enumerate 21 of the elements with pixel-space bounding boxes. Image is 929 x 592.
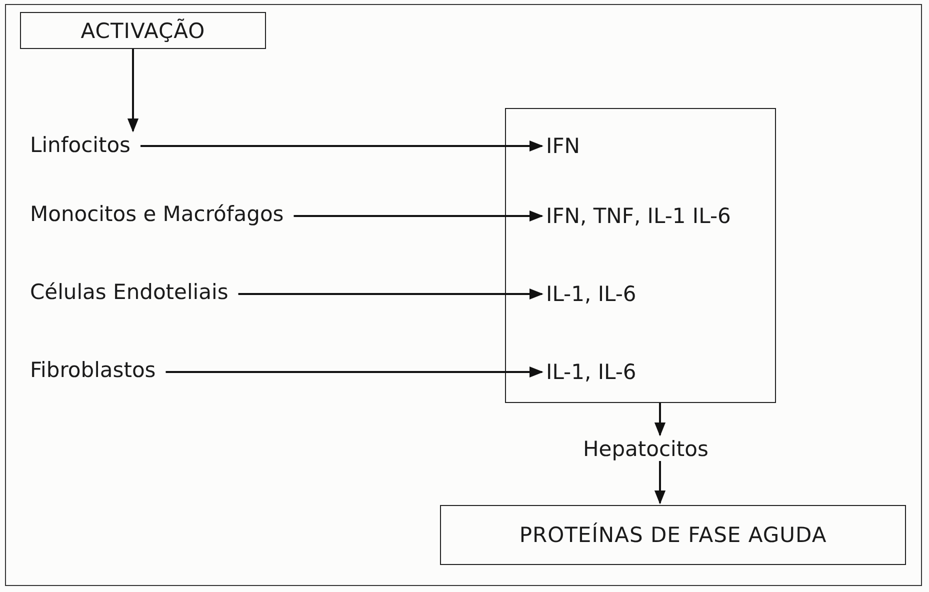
arrow	[140, 140, 544, 152]
node-label: Células Endoteliais	[30, 280, 228, 304]
node-label: Fibroblastos	[30, 358, 156, 382]
node-label: Hepatocitos	[583, 437, 708, 461]
node-label: IFN, TNF, IL-1 IL-6	[546, 204, 731, 228]
arrow	[654, 403, 666, 436]
node-label: Linfocitos	[30, 133, 130, 157]
arrow	[294, 210, 544, 222]
box-label: PROTEÍNAS DE FASE AGUDA	[519, 523, 827, 547]
process-box	[440, 505, 906, 565]
node-label: IFN	[546, 134, 580, 158]
arrow	[166, 366, 544, 378]
arrow	[654, 461, 666, 504]
node-label: Monocitos e Macrófagos	[30, 202, 284, 226]
node-label: IL-1, IL-6	[546, 360, 636, 384]
box-label: ACTIVAÇÃO	[80, 18, 206, 42]
group-box	[505, 108, 776, 403]
process-box	[20, 12, 266, 49]
node-label: IL-1, IL-6	[546, 282, 636, 306]
arrow	[238, 288, 544, 300]
arrow	[127, 49, 139, 132]
